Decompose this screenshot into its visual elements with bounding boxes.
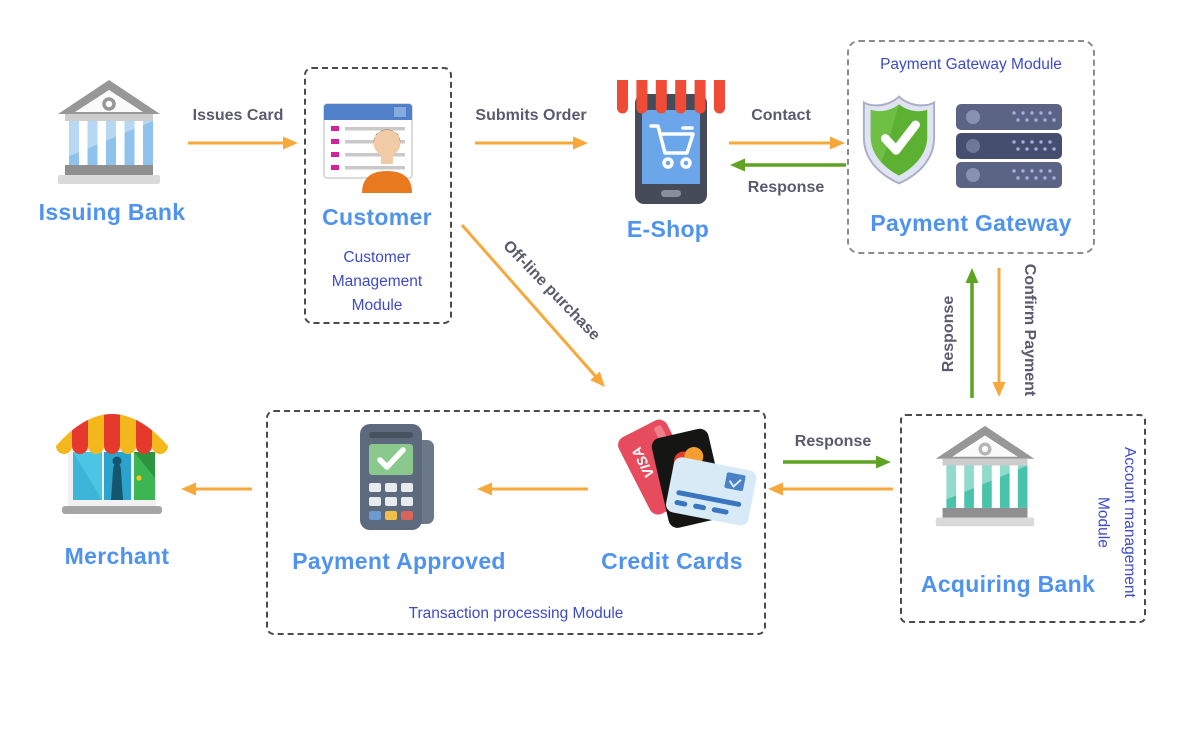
acquiring-bank-module-label: Account management Module [1094, 446, 1138, 598]
cards-response-edge-label: Response [794, 433, 872, 450]
submits-order-edge-label: Submits Order [475, 107, 587, 124]
transaction-module-box [266, 410, 766, 635]
eshop-label: E-Shop [626, 216, 710, 242]
acquiring-bank-icon [935, 425, 1035, 527]
contact-response-edge-label: Response [747, 179, 825, 196]
contact-edge-label: Contact [751, 107, 811, 124]
acquiring-bank-module-box [900, 414, 1146, 623]
gateway-response-edge-label: Response [940, 295, 957, 373]
issuing-bank-label: Issuing Bank [38, 199, 186, 225]
credit-cards-label: Credit Cards [601, 548, 743, 574]
payment-gateway-module-label: Payment Gateway Module [880, 56, 1062, 73]
pos-terminal-icon [360, 424, 434, 530]
transaction-module-label: Transaction processing Module [408, 605, 624, 622]
issues-card-edge-label: Issues Card [192, 107, 284, 124]
merchant-label: Merchant [64, 543, 170, 569]
credit-cards-icon: VISA [618, 419, 757, 528]
payment-gateway-label: Payment Gateway [870, 210, 1072, 236]
issuing-bank-icon [58, 80, 160, 184]
shop-awning-icon [56, 414, 168, 514]
customer-module-box [304, 67, 452, 324]
customer-module-label: Customer Management Module [331, 249, 423, 315]
server-stack-icon [956, 104, 1062, 188]
customer-label: Customer [322, 204, 432, 230]
storefront-tablet-icon [617, 80, 725, 204]
acquiring-bank-label: Acquiring Bank [920, 571, 1096, 597]
payment-approved-label: Payment Approved [292, 548, 506, 574]
confirm-payment-edge-label: Confirm Payment [1021, 263, 1038, 397]
shield-check-icon [862, 95, 936, 185]
customer-form-icon [323, 103, 413, 193]
arrow-offline-purchase [460, 224, 605, 387]
payment-gateway-module-box [847, 40, 1095, 254]
